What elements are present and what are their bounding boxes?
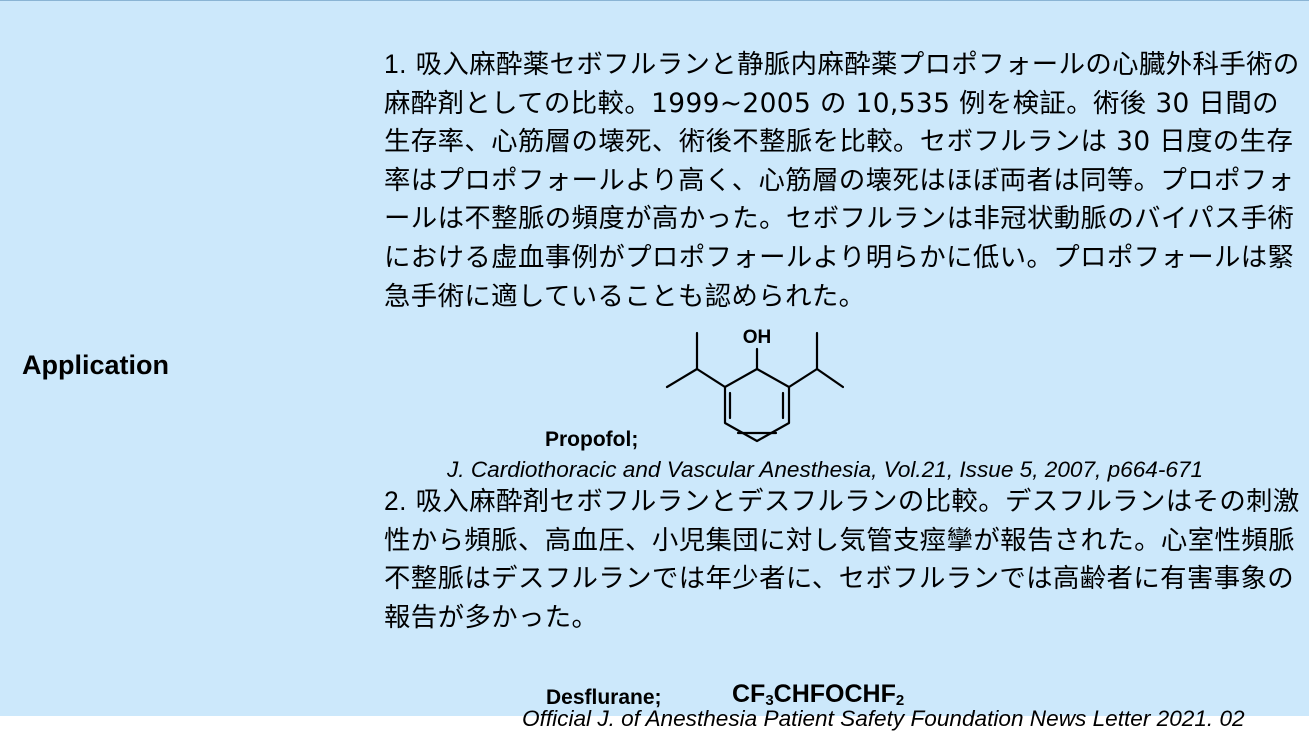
formula-subscript-2: 2 <box>895 692 905 709</box>
formula-part-1: CF <box>732 680 766 708</box>
desflurane-formula: CF3CHFOCHF2 <box>732 679 904 716</box>
propofol-structure-diagram: OH <box>664 323 844 449</box>
entry-2-text: 吸入麻酔剤セボフルランとデスフルランの比較。デスフルランはその刺激性から頻脈、高… <box>384 486 1300 633</box>
entry-1-citation: J. Cardiothoracic and Vascular Anesthesi… <box>447 457 1204 482</box>
entry-1-text: 吸入麻酔薬セボフルランと静脈内麻酔薬プロポフォールの心臓外科手術の麻酔剤としての… <box>384 49 1300 312</box>
propofol-oh-label: OH <box>743 327 772 348</box>
entry-2-paragraph: 2. 吸入麻酔剤セボフルランとデスフルランの比較。デスフルランはその刺激性から頻… <box>384 482 1302 637</box>
row-label-cell: Application <box>0 1 380 717</box>
propofol-benzene-ring <box>723 367 791 443</box>
formula-part-2: CHFOCHF <box>773 680 896 708</box>
entry-1-paragraph: 1. 吸入麻酔薬セボフルランと静脈内麻酔薬プロポフォールの心臓外科手術の麻酔剤と… <box>384 45 1302 316</box>
desflurane-label: Desflurane; <box>546 686 662 709</box>
entry-2-citation: Official J. of Anesthesia Patient Safety… <box>522 706 1245 731</box>
formula-subscript-1: 3 <box>765 692 774 709</box>
row-content-cell: 1. 吸入麻酔薬セボフルランと静脈内麻酔薬プロポフォールの心臓外科手術の麻酔剤と… <box>384 1 1304 731</box>
row-label-application: Application <box>22 350 169 380</box>
propofol-label: Propofol; <box>545 428 639 451</box>
entry-1-number: 1. <box>384 49 407 79</box>
entry-2-number: 2. <box>384 486 407 516</box>
